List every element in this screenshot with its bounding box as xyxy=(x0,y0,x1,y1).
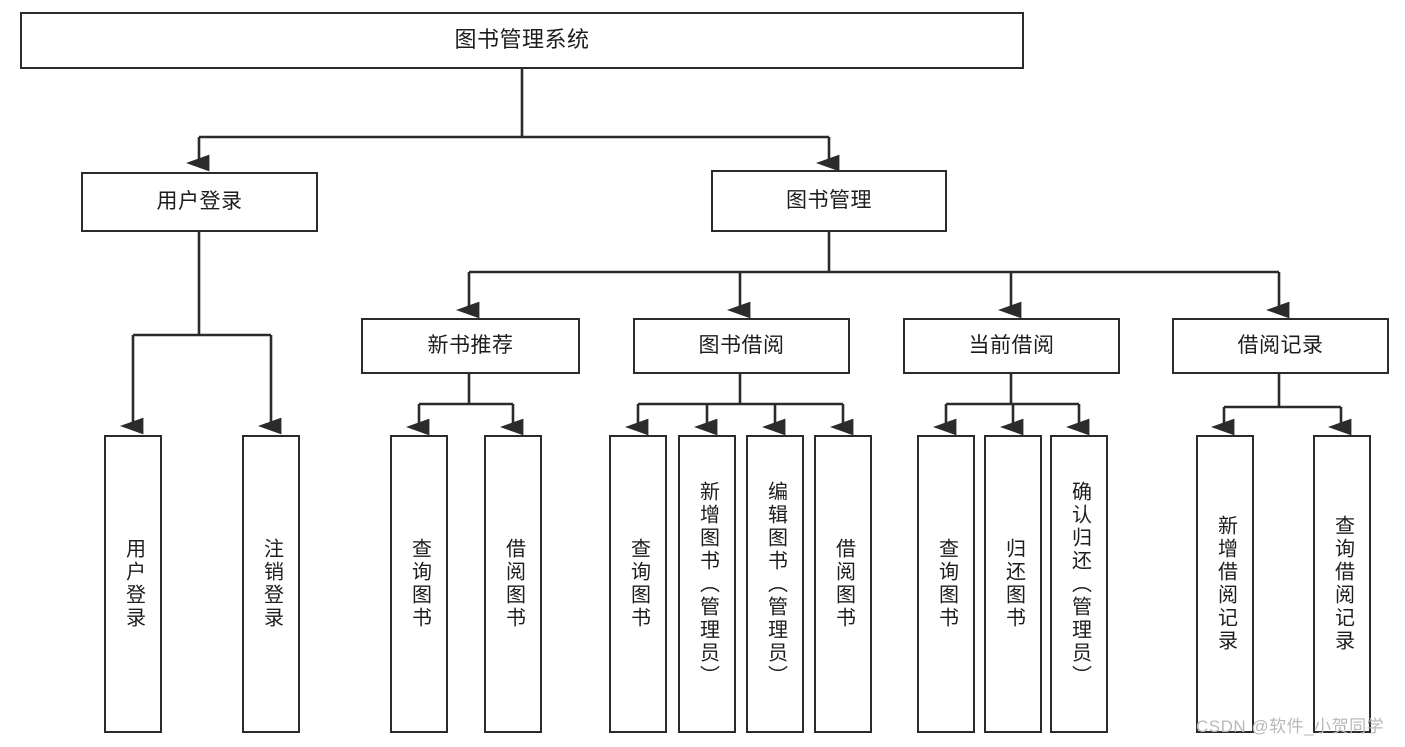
node-label: 查询图书 xyxy=(627,538,650,630)
node-label: 借阅图书 xyxy=(832,538,855,630)
leaf-borrow-add-book-admin[interactable]: 新增图书（管理员） xyxy=(678,435,736,733)
node-borrow-record[interactable]: 借阅记录 xyxy=(1172,318,1389,374)
node-label: 查询借阅记录 xyxy=(1331,515,1354,653)
leaf-current-query-book[interactable]: 查询图书 xyxy=(917,435,975,733)
node-label: 借阅记录 xyxy=(1237,334,1324,358)
node-new-book-recommend[interactable]: 新书推荐 xyxy=(361,318,580,374)
node-current-borrow[interactable]: 当前借阅 xyxy=(903,318,1120,374)
node-label: 图书借阅 xyxy=(698,334,785,358)
leaf-borrow-borrow-book[interactable]: 借阅图书 xyxy=(814,435,872,733)
node-label: 注销登录 xyxy=(260,538,283,630)
leaf-recommend-borrow-book[interactable]: 借阅图书 xyxy=(484,435,542,733)
node-book-management[interactable]: 图书管理 xyxy=(711,170,947,232)
node-label: 查询图书 xyxy=(408,538,431,630)
node-label: 编辑图书（管理员） xyxy=(764,480,787,688)
leaf-user-login-logout[interactable]: 注销登录 xyxy=(242,435,300,733)
node-label: 归还图书 xyxy=(1002,538,1025,630)
node-label: 用户登录 xyxy=(122,538,145,630)
node-label: 当前借阅 xyxy=(968,334,1055,358)
leaf-borrow-query-book[interactable]: 查询图书 xyxy=(609,435,667,733)
node-label: 用户登录 xyxy=(156,190,243,214)
node-user-login[interactable]: 用户登录 xyxy=(81,172,318,232)
leaf-record-add-record[interactable]: 新增借阅记录 xyxy=(1196,435,1254,733)
node-label: 图书管理 xyxy=(786,189,872,213)
leaf-current-confirm-return-admin[interactable]: 确认归还（管理员） xyxy=(1050,435,1108,733)
node-label: 查询图书 xyxy=(935,538,958,630)
node-book-borrow[interactable]: 图书借阅 xyxy=(633,318,850,374)
leaf-recommend-query-book[interactable]: 查询图书 xyxy=(390,435,448,733)
node-root-system[interactable]: 图书管理系统 xyxy=(20,12,1024,69)
leaf-user-login-login[interactable]: 用户登录 xyxy=(104,435,162,733)
leaf-current-return-book[interactable]: 归还图书 xyxy=(984,435,1042,733)
node-label: 新增借阅记录 xyxy=(1214,515,1237,653)
node-label: 图书管理系统 xyxy=(454,27,590,53)
node-label: 确认归还（管理员） xyxy=(1068,480,1091,688)
leaf-borrow-edit-book-admin[interactable]: 编辑图书（管理员） xyxy=(746,435,804,733)
node-label: 新增图书（管理员） xyxy=(696,480,719,688)
node-label: 借阅图书 xyxy=(502,538,525,630)
leaf-record-query-record[interactable]: 查询借阅记录 xyxy=(1313,435,1371,733)
csdn-watermark: CSDN @软件_小贺同学 xyxy=(1196,717,1385,736)
node-label: 新书推荐 xyxy=(427,334,514,358)
